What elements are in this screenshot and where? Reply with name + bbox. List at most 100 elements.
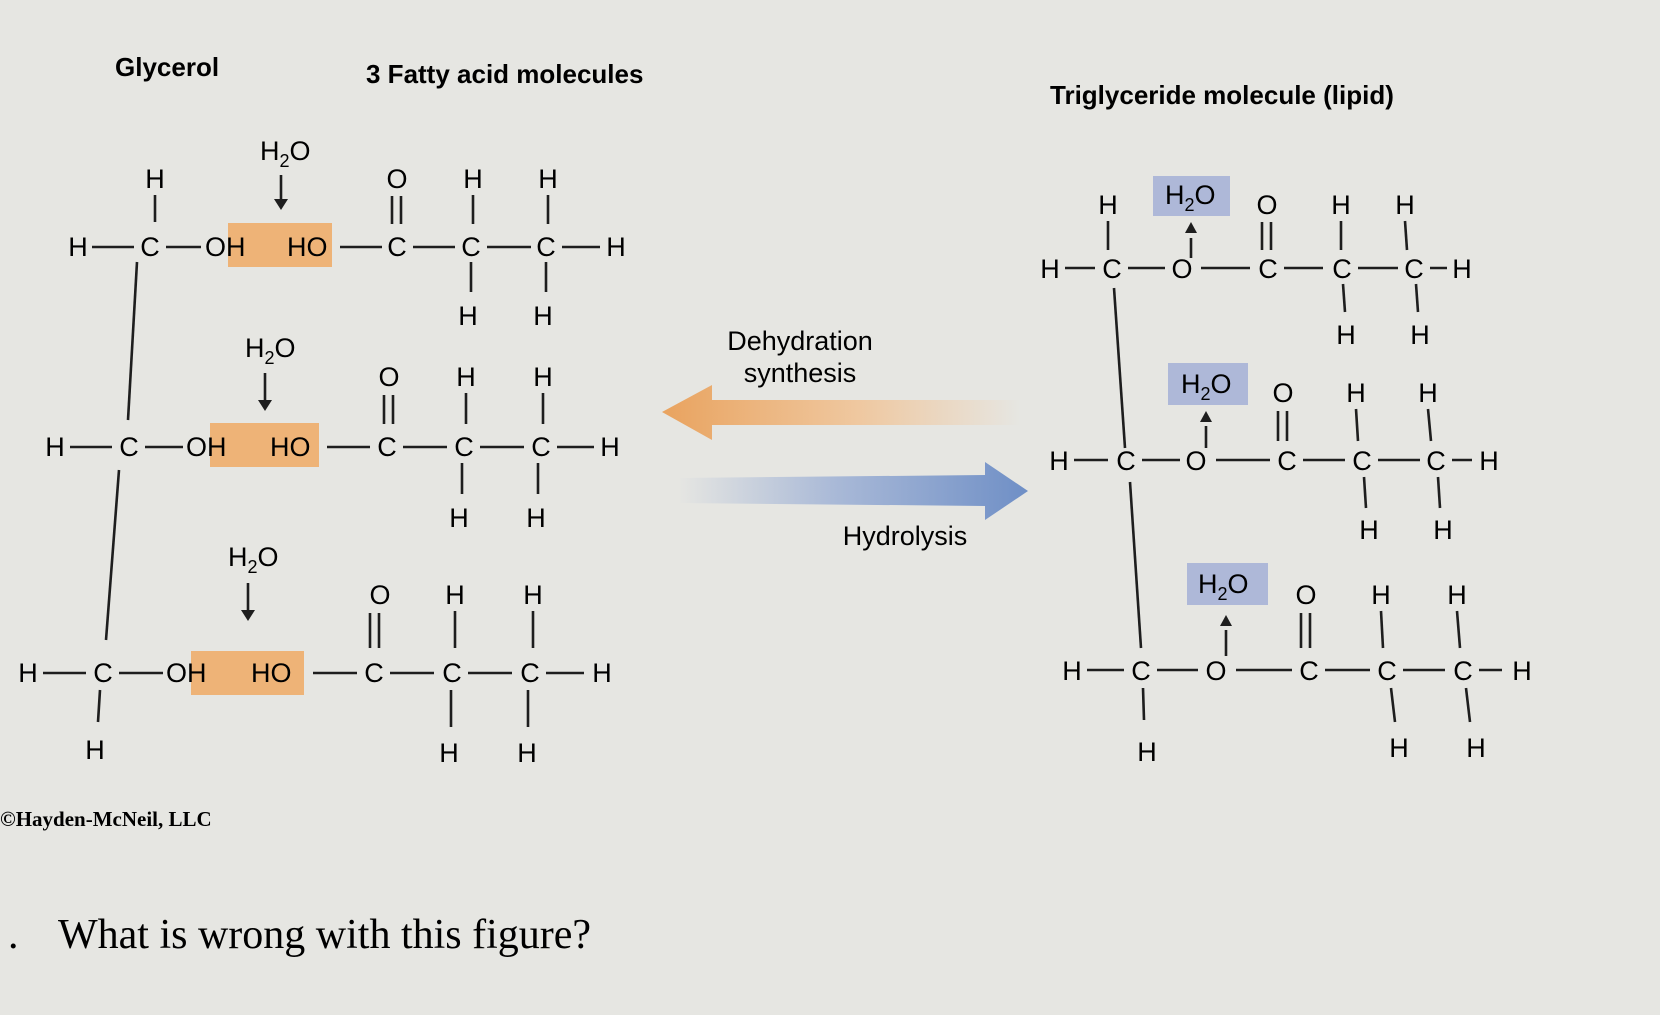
bond <box>1362 476 1368 509</box>
atom-h: H <box>445 580 465 610</box>
glycerol-row-2: H C OH HO O C H C H H C <box>45 333 620 533</box>
glycerol-heading: Glycerol <box>115 52 219 82</box>
hydrolysis-label: Hydrolysis <box>843 521 968 551</box>
atom-o: O <box>378 362 399 392</box>
water-box <box>1153 176 1230 216</box>
atom-c: C <box>1277 446 1297 476</box>
right-arrow-icon <box>678 462 1028 520</box>
atom-h: H <box>1410 320 1430 350</box>
bond <box>1389 687 1397 723</box>
fatty-acid-2: O C H C H H C H H <box>377 362 620 533</box>
atom-h: H <box>1389 733 1409 763</box>
water-o: O <box>258 542 279 572</box>
atom-o: O <box>1171 254 1192 284</box>
bond <box>1341 283 1347 313</box>
water-label: H2O <box>260 136 311 210</box>
glycerol-row-3: H C OH H HO O C H C H H <box>18 542 612 768</box>
atom-c: C <box>1332 254 1352 284</box>
atom-o: O <box>1205 656 1226 686</box>
atom-h: H <box>1098 190 1118 220</box>
atom-h: H <box>526 503 546 533</box>
hydroxyl-ho: HO <box>287 232 328 262</box>
triglyceride-heading: Triglyceride molecule (lipid) <box>1050 80 1394 110</box>
water-h: H <box>1181 369 1201 399</box>
up-arrow-icon <box>1220 615 1232 626</box>
atom-h: H <box>1040 254 1060 284</box>
water-formula: H2O <box>245 333 296 368</box>
down-arrow-icon <box>241 610 255 621</box>
atom-h: H <box>1331 190 1351 220</box>
atom-h: H <box>1447 580 1467 610</box>
water-highlight <box>210 423 319 467</box>
water-o: O <box>290 136 311 166</box>
reactants: H H C OH HO O C H C H H <box>18 136 626 768</box>
atom-c: C <box>461 232 481 262</box>
down-arrow-icon <box>258 400 272 411</box>
atom-h: H <box>1062 656 1082 686</box>
water-formula: H2O <box>1181 369 1232 404</box>
triglyceride-row-1: H H C O H2O O C H C H H C H <box>1040 180 1472 350</box>
water-subscript: 2 <box>248 557 258 577</box>
atom-h: H <box>456 362 476 392</box>
atom-o: O <box>1256 190 1277 220</box>
water-highlight <box>191 651 304 695</box>
glycerol-backbone-bond <box>104 469 121 641</box>
atom-c: C <box>377 432 397 462</box>
water-formula: H2O <box>1165 180 1216 215</box>
hydroxyl-oh: OH <box>205 232 246 262</box>
hydroxyl-oh: OH <box>166 658 207 688</box>
water-box <box>1187 563 1268 605</box>
atom-c: C <box>93 658 113 688</box>
atom-h: H <box>600 432 620 462</box>
atom-c: C <box>1299 656 1319 686</box>
atom-h: H <box>1049 446 1069 476</box>
water-o: O <box>1195 180 1216 210</box>
atom-c: C <box>140 232 160 262</box>
up-arrow-icon <box>1200 411 1212 422</box>
atom-c: C <box>1102 254 1122 284</box>
fatty-acids-heading: 3 Fatty acid molecules <box>366 59 643 89</box>
atom-c: C <box>1426 446 1446 476</box>
atom-h: H <box>1137 737 1157 767</box>
up-arrow-icon <box>1185 222 1197 233</box>
atom-h: H <box>449 503 469 533</box>
atom-h: H <box>1433 515 1453 545</box>
bond <box>1436 476 1442 509</box>
fatty-acid-3: O C H C H H C H H <box>364 580 612 768</box>
atom-c: C <box>1352 446 1372 476</box>
atom-h: H <box>517 738 537 768</box>
hydroxyl-ho: HO <box>270 432 311 462</box>
bond <box>1379 610 1385 649</box>
atom-h: H <box>538 164 558 194</box>
atom-c: C <box>536 232 556 262</box>
atom-c: C <box>1377 656 1397 686</box>
atom-h: H <box>1336 320 1356 350</box>
bond <box>1464 687 1472 723</box>
glycerol-backbone-bond <box>126 261 139 421</box>
left-arrow-icon <box>662 385 1020 440</box>
water-formula: H2O <box>228 542 279 577</box>
water-h: H <box>1198 569 1218 599</box>
water-h: H <box>1165 180 1185 210</box>
water-formula: H2O <box>260 136 311 171</box>
water-box <box>1168 363 1248 405</box>
water-subscript: 2 <box>1218 584 1228 604</box>
atom-o: O <box>386 164 407 194</box>
atom-c: C <box>1453 656 1473 686</box>
atom-h: H <box>533 362 553 392</box>
atom-h: H <box>68 232 88 262</box>
atom-h: H <box>1371 580 1391 610</box>
atom-h: H <box>1418 378 1438 408</box>
bond <box>1354 408 1360 442</box>
atom-h: H <box>1452 254 1472 284</box>
copyright-text: ©Hayden-McNeil, LLC <box>0 807 212 831</box>
fatty-acid-1: O C H C H H C H H <box>386 164 625 331</box>
water-o: O <box>1211 369 1232 399</box>
atom-c: C <box>119 432 139 462</box>
atom-c: C <box>454 432 474 462</box>
reaction-arrows: Dehydration synthesis Hydrolysis <box>662 326 1028 551</box>
water-h: H <box>260 136 280 166</box>
bond <box>1455 610 1462 649</box>
bond <box>1414 283 1420 313</box>
